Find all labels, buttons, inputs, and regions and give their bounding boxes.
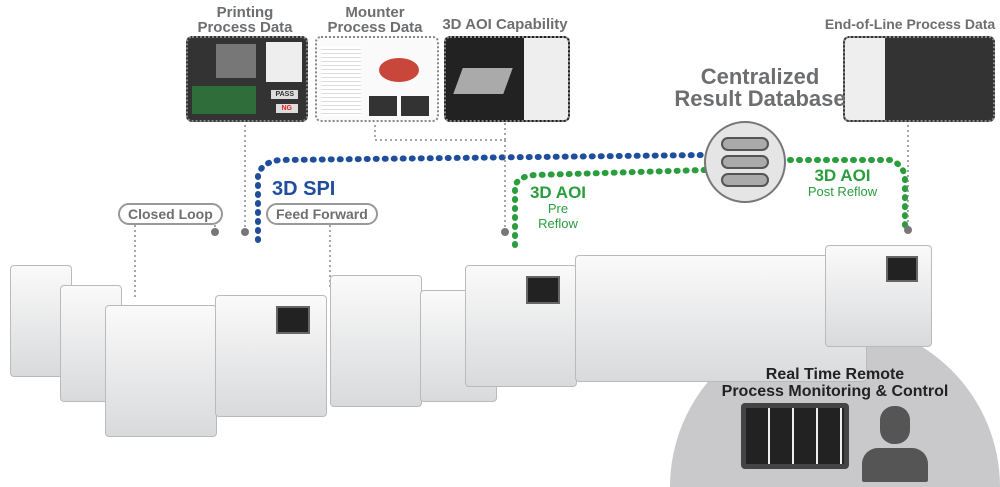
ng-indicator: NG <box>275 104 298 113</box>
mounter-label: Mounter Process Data <box>327 4 423 36</box>
spi-label: 3D SPI <box>272 178 336 200</box>
aoi-capability-panel <box>444 36 570 122</box>
printer-machine <box>105 305 217 437</box>
aoi-post-machine <box>825 245 932 347</box>
machine-screen <box>276 306 310 334</box>
remote-title-line1: Real Time Remote <box>765 366 905 383</box>
aoi-pre-sublabel: Pre Reflow <box>538 201 578 231</box>
pass-indicator: PASS <box>271 90 298 99</box>
database-title: Centralized Result Database <box>674 64 846 111</box>
aoi-capability-label: 3D AOI Capability <box>442 16 568 33</box>
spi-machine <box>215 295 327 417</box>
end-of-line-label: End-of-Line Process Data <box>824 16 996 32</box>
machine-screen <box>886 256 918 282</box>
mounter-machine <box>330 275 422 407</box>
spi-data-path <box>255 152 708 243</box>
mounter-data-panel <box>315 36 439 122</box>
aoi-pre-label: 3D AOI <box>529 183 587 202</box>
aoi-pre-machine <box>465 265 577 387</box>
aoi-post-data-path <box>787 157 908 233</box>
aoi-pre-data-path <box>512 167 708 248</box>
end-of-line-panel <box>843 36 995 122</box>
aoi-post-sublabel: Post Reflow <box>807 184 878 199</box>
closed-loop-badge: Closed Loop <box>118 203 223 225</box>
printing-data-panel: PASS NG <box>186 36 308 122</box>
user-icon <box>860 404 930 484</box>
reflow-oven <box>575 255 867 382</box>
aoi-post-label: 3D AOI <box>814 166 871 185</box>
remote-title-line2: Process Monitoring & Control <box>721 383 949 400</box>
machine-screen <box>526 276 560 304</box>
leader-lines <box>134 120 909 300</box>
printing-label: Printing Process Data <box>197 4 293 36</box>
feed-forward-badge: Feed Forward <box>266 203 378 225</box>
connection-points <box>211 226 912 236</box>
database-icon <box>704 121 786 203</box>
monitor-icon <box>741 403 849 469</box>
